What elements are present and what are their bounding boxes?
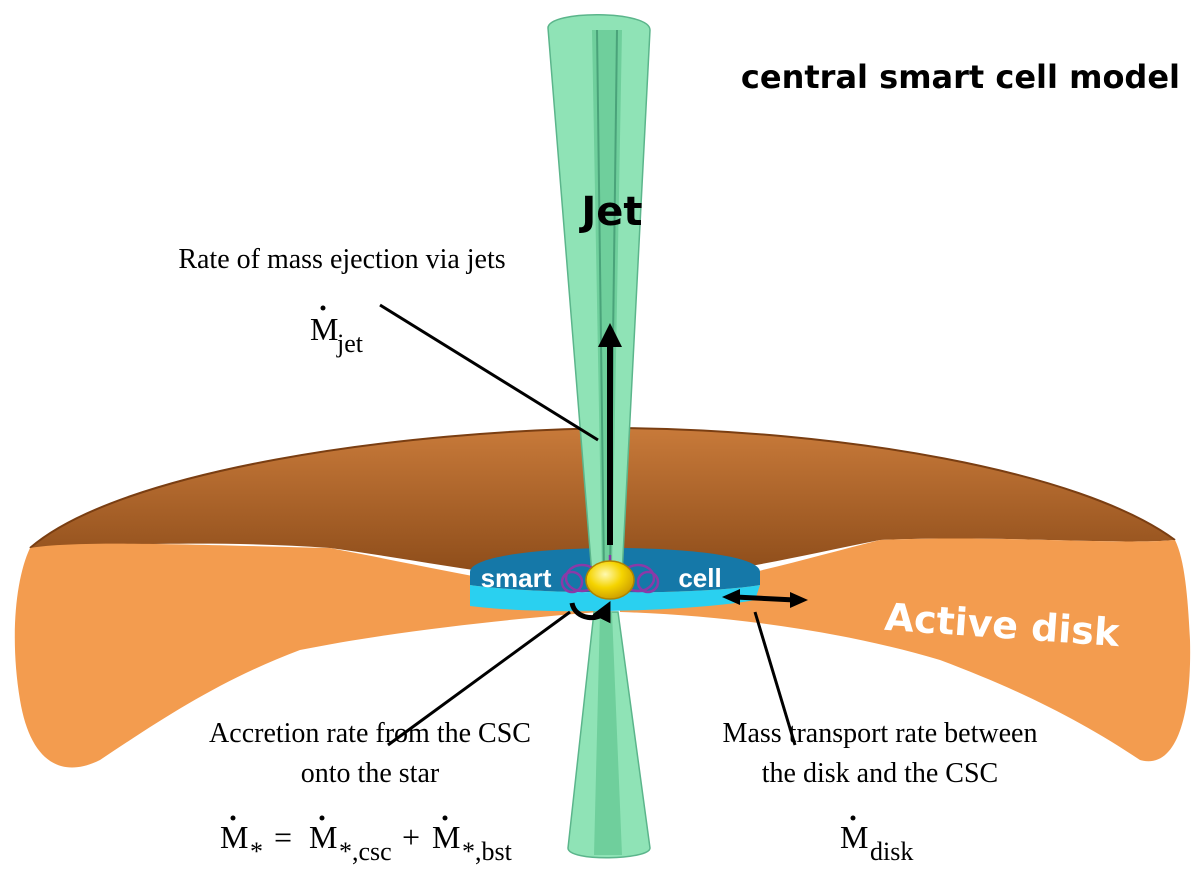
transport-symbol: M disk — [840, 815, 913, 866]
svg-text:M: M — [309, 819, 337, 855]
transport-leader-line — [753, 611, 797, 746]
accretion-equation: M * = M *,csc + M *,bst — [220, 815, 513, 866]
jet-label: Jet — [578, 189, 642, 235]
disk-front-right — [620, 538, 1191, 762]
disk-front-left — [14, 543, 600, 768]
transport-double-arrow — [722, 589, 808, 608]
transport-caption-line1: Mass transport rate between — [723, 718, 1038, 749]
jet-rate-caption: Rate of mass ejection via jets — [178, 244, 505, 275]
jet-bottom — [567, 611, 651, 859]
svg-text:disk: disk — [870, 837, 913, 866]
svg-text:*,csc: *,csc — [339, 837, 392, 866]
svg-text:M: M — [432, 819, 460, 855]
svg-text:jet: jet — [336, 329, 364, 358]
svg-text:*: * — [250, 837, 263, 866]
accretion-caption-line1: Accretion rate from the CSC — [209, 718, 531, 749]
accretion-leader-line — [387, 610, 571, 747]
jet-rate-symbol: M jet — [310, 305, 364, 358]
svg-text:+: + — [402, 819, 420, 855]
svg-text:*,bst: *,bst — [462, 837, 513, 866]
central-star — [585, 560, 635, 600]
accretion-caption-line2: onto the star — [301, 758, 440, 789]
svg-text:=: = — [274, 819, 292, 855]
accretion-curl-arrow — [569, 601, 611, 624]
diagram-title: central smart cell model — [741, 58, 1180, 96]
smart-label: smart — [481, 563, 552, 593]
jet-leader-line — [379, 303, 599, 442]
svg-text:M: M — [840, 819, 868, 855]
svg-text:M: M — [220, 819, 248, 855]
transport-caption-line2: the disk and the CSC — [762, 758, 998, 789]
cell-label: cell — [678, 563, 721, 593]
svg-text:M: M — [310, 311, 338, 347]
